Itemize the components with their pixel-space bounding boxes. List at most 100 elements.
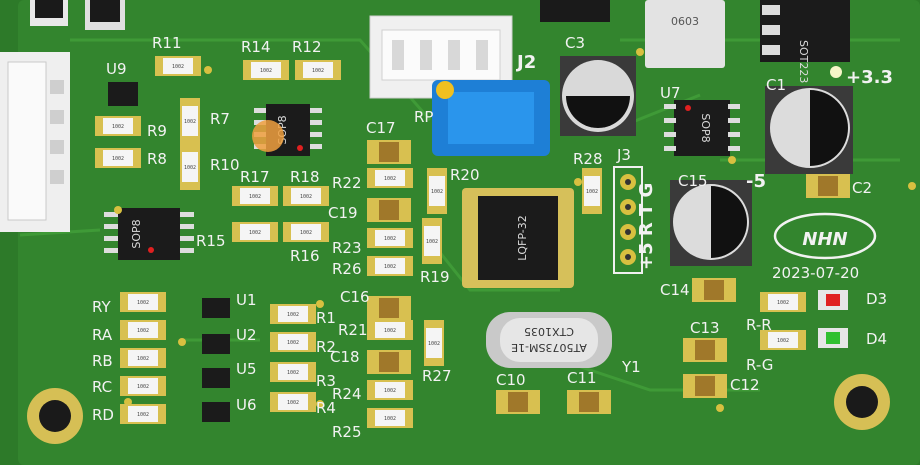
left-connector	[0, 52, 70, 232]
resistor-code: 1002	[384, 176, 396, 182]
capacitor-c19	[367, 198, 411, 222]
crystal-y1: CTX1035 AT5073SM-1E	[486, 312, 612, 368]
label-c17: C17	[366, 119, 396, 137]
capacitor-c18	[367, 350, 411, 374]
label-rc: RC	[92, 378, 112, 396]
c3-label: C3	[565, 34, 585, 52]
resistor-r10: 1002	[180, 144, 200, 190]
label-r-g: R-G	[746, 356, 773, 374]
svg-text:SOP8: SOP8	[699, 113, 712, 142]
resistor-r16: 1002	[283, 222, 329, 242]
label-r26: R26	[332, 260, 362, 278]
resistor-r15: 1002	[232, 222, 278, 242]
smd-footprints: 1002 1002 1002 1002 1002 1002 1002 1002 1002 1002…	[95, 56, 850, 428]
svg-text:U1: U1	[236, 291, 257, 309]
label-r21: R21	[338, 321, 368, 339]
label-r11: R11	[152, 34, 182, 52]
date-label: 2023-07-20	[772, 264, 859, 282]
resistor-code: 1002	[287, 312, 299, 318]
resistor-code: 1002	[172, 64, 184, 70]
resistor-r19: 1002	[422, 218, 442, 264]
resistor-r18: 1002	[283, 186, 329, 206]
resistor-code: 1002	[384, 264, 396, 270]
label-c10: C10	[496, 371, 526, 389]
resistor-code: 1002	[137, 356, 149, 362]
resistor-code: 1002	[300, 230, 312, 236]
resistor-rd: 1002	[120, 404, 166, 424]
label-r7: R7	[210, 110, 230, 128]
resistor-r23: 1002	[367, 228, 413, 248]
cap-c15	[670, 180, 752, 266]
led-d4	[818, 328, 848, 348]
resistor-code: 1002	[426, 239, 438, 245]
svg-text:AT5073SM-1E: AT5073SM-1E	[511, 341, 587, 354]
sot223-label: SOT223	[797, 40, 810, 83]
svg-text:CTX1035: CTX1035	[524, 325, 574, 338]
resistor-code: 1002	[287, 340, 299, 346]
resistor-ry: 1002	[120, 292, 166, 312]
resistor-r28: 1002	[582, 168, 602, 214]
label-c12: C12	[730, 376, 760, 394]
mount-hole-left	[27, 388, 83, 444]
u9-label: U9	[106, 60, 127, 78]
resistor-r22: 1002	[367, 168, 413, 188]
label-r3: R3	[316, 372, 336, 390]
c1-label: C1	[766, 76, 786, 94]
resistor-code: 1002	[384, 388, 396, 394]
j3-header	[613, 166, 643, 274]
resistor-rb: 1002	[120, 348, 166, 368]
resistor-code: 1002	[249, 230, 261, 236]
resistor-r12: 1002	[295, 60, 341, 80]
resistor-r20: 1002	[427, 168, 447, 214]
resistor-code: 1002	[287, 370, 299, 376]
resistor-r9: 1002	[95, 116, 141, 136]
label-c13: C13	[690, 319, 720, 337]
rail-plus-label: +3.3	[846, 67, 893, 88]
resistor-code: 1002	[777, 300, 789, 306]
capacitor-c10	[496, 390, 540, 414]
label-c19: C19	[328, 204, 358, 222]
y1-label: Y1	[621, 358, 641, 376]
ic-sop8-mid: SOP8	[252, 104, 322, 156]
svg-text:NHN: NHN	[802, 229, 847, 250]
capacitor-c11	[567, 390, 611, 414]
u7-label: U7	[660, 84, 681, 102]
label-r16: R16	[290, 247, 320, 265]
resistor-code: 1002	[384, 416, 396, 422]
trimmer-rp	[432, 80, 550, 156]
ics-u-column	[202, 298, 230, 422]
resistor-r3: 1002	[270, 362, 316, 382]
label-r12: R12	[292, 38, 322, 56]
resistor-code: 1002	[384, 328, 396, 334]
part-0603-label: 0603	[671, 15, 699, 28]
resistor-r11: 1002	[155, 56, 201, 76]
resistor-code: 1002	[112, 156, 124, 162]
resistor-r14: 1002	[243, 60, 289, 80]
svg-text:U6: U6	[236, 396, 257, 414]
label-r-r: R-R	[746, 316, 772, 334]
label-rb: RB	[92, 352, 113, 370]
label-r19: R19	[420, 268, 450, 286]
resistor-r24: 1002	[367, 380, 413, 400]
j3-label: J3	[616, 146, 631, 164]
resistor-code: 1002	[137, 384, 149, 390]
mcu-lqfp32: LQFP-32	[462, 188, 574, 288]
capacitor-c14	[692, 278, 736, 302]
label-r24: R24	[332, 385, 362, 403]
label-r22: R22	[332, 174, 362, 192]
resistor-r26: 1002	[367, 256, 413, 276]
resistor-r4: 1002	[270, 392, 316, 412]
resistor-code: 1002	[384, 236, 396, 242]
rail-minus-label: -5	[746, 171, 766, 192]
capacitor-c13	[683, 338, 727, 362]
resistor-rc: 1002	[120, 376, 166, 396]
svg-text:D3: D3	[866, 290, 887, 308]
label-r17: R17	[240, 168, 270, 186]
resistor-code: 1002	[300, 194, 312, 200]
label-r18: R18	[290, 168, 320, 186]
resistor-code: 1002	[260, 68, 272, 74]
label-r15: R15	[196, 232, 226, 250]
